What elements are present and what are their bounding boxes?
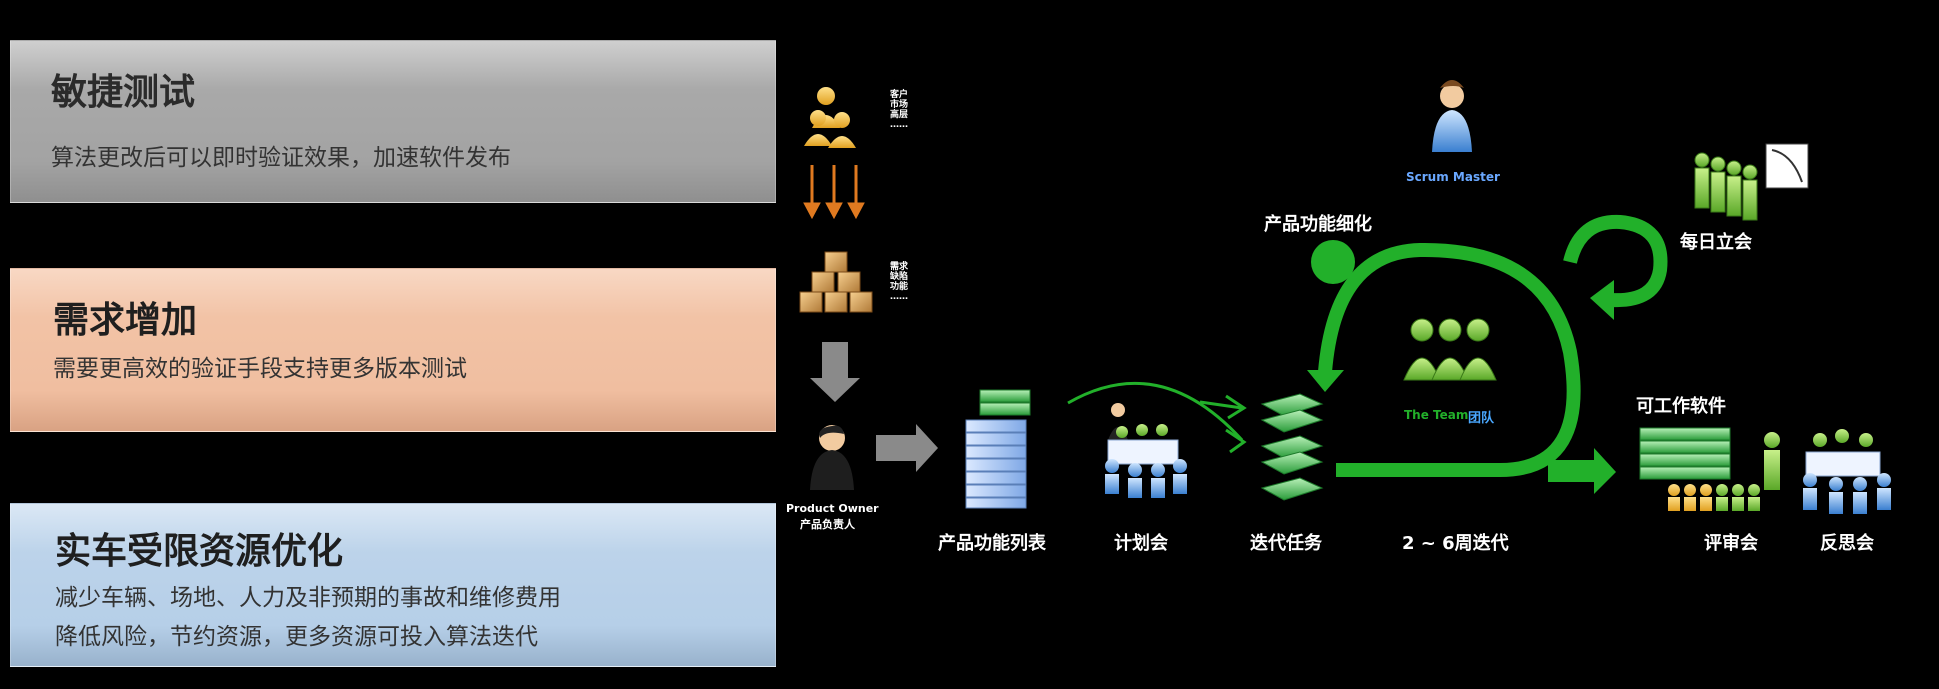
gray-down-arrow xyxy=(810,342,860,402)
retro-label: 反思会 xyxy=(1820,533,1874,554)
card-title: 需求增加 xyxy=(53,300,198,341)
resource-optimization-card: 实车受限资源优化 减少车辆、场地、人力及非预期的事故和维修费用 降低风险，节约资… xyxy=(10,503,776,667)
daily-label: 每日立会 xyxy=(1680,232,1752,253)
scrum-master-label: Scrum Master xyxy=(1406,170,1500,184)
shippable-label: 可工作软件 xyxy=(1636,396,1726,417)
demand-increase-card: 需求增加 需要更高效的验证手段支持更多版本测试 xyxy=(10,268,776,432)
scrum-master-icon xyxy=(1432,80,1472,152)
card-title: 实车受限资源优化 xyxy=(55,531,344,572)
agile-testing-card: 敏捷测试 算法更改后可以即时验证效果，加速软件发布 xyxy=(10,40,776,203)
product-owner-icon xyxy=(810,425,854,490)
refinement-dot xyxy=(1311,240,1355,284)
refinement-label: 产品功能细化 xyxy=(1264,214,1372,235)
cycle-arrowhead xyxy=(1307,370,1344,392)
requirements-boxes-icon xyxy=(799,251,873,313)
requirements-label: 需求 缺陷 功能 …… xyxy=(890,262,909,302)
sprint-tasks-icon xyxy=(1260,393,1324,501)
planning-label: 计划会 xyxy=(1114,533,1168,554)
card-desc-line: 需要更高效的验证手段支持更多版本测试 xyxy=(53,356,467,382)
product-owner-cn-label: 产品负责人 xyxy=(800,518,855,531)
review-label: 评审会 xyxy=(1704,533,1758,554)
planning-meeting-icon xyxy=(1105,403,1187,498)
daily-standup-icon xyxy=(1694,152,1758,221)
team-icon xyxy=(1403,318,1497,381)
team-cn-label: 团队 xyxy=(1468,411,1495,426)
down-arrows-icon xyxy=(803,165,865,220)
product-backlog-icon xyxy=(965,389,1031,509)
sprint-cycle-arrow xyxy=(1318,242,1581,477)
card-desc-line: 减少车辆、场地、人力及非预期的事故和维修费用 xyxy=(55,585,561,611)
planning-flow-arrow xyxy=(1067,381,1247,454)
retrospective-meeting-icon xyxy=(1803,429,1891,514)
green-right-arrow xyxy=(1548,448,1616,494)
daily-loop-arrowhead xyxy=(1590,280,1614,320)
team-en-label: The Team xyxy=(1404,408,1469,422)
card-title: 敏捷测试 xyxy=(51,72,196,113)
product-owner-en-label: Product Owner xyxy=(786,502,879,515)
sprint-tasks-label: 迭代任务 xyxy=(1250,533,1322,554)
card-desc-line: 降低风险，节约资源，更多资源可投入算法迭代 xyxy=(55,624,538,650)
backlog-label: 产品功能列表 xyxy=(938,533,1046,554)
customers-label: 客户 市场 高层 …… xyxy=(890,90,909,130)
daily-loop-arrow xyxy=(1563,214,1668,308)
card-desc-line: 算法更改后可以即时验证效果，加速软件发布 xyxy=(51,145,511,171)
clock-icon xyxy=(1765,143,1809,189)
gray-right-arrow xyxy=(876,424,938,472)
review-meeting-icon xyxy=(1668,432,1780,511)
customers-icon xyxy=(804,87,856,148)
iteration-label: 2 ~ 6周迭代 xyxy=(1402,533,1509,554)
shippable-software-icon xyxy=(1639,427,1731,480)
